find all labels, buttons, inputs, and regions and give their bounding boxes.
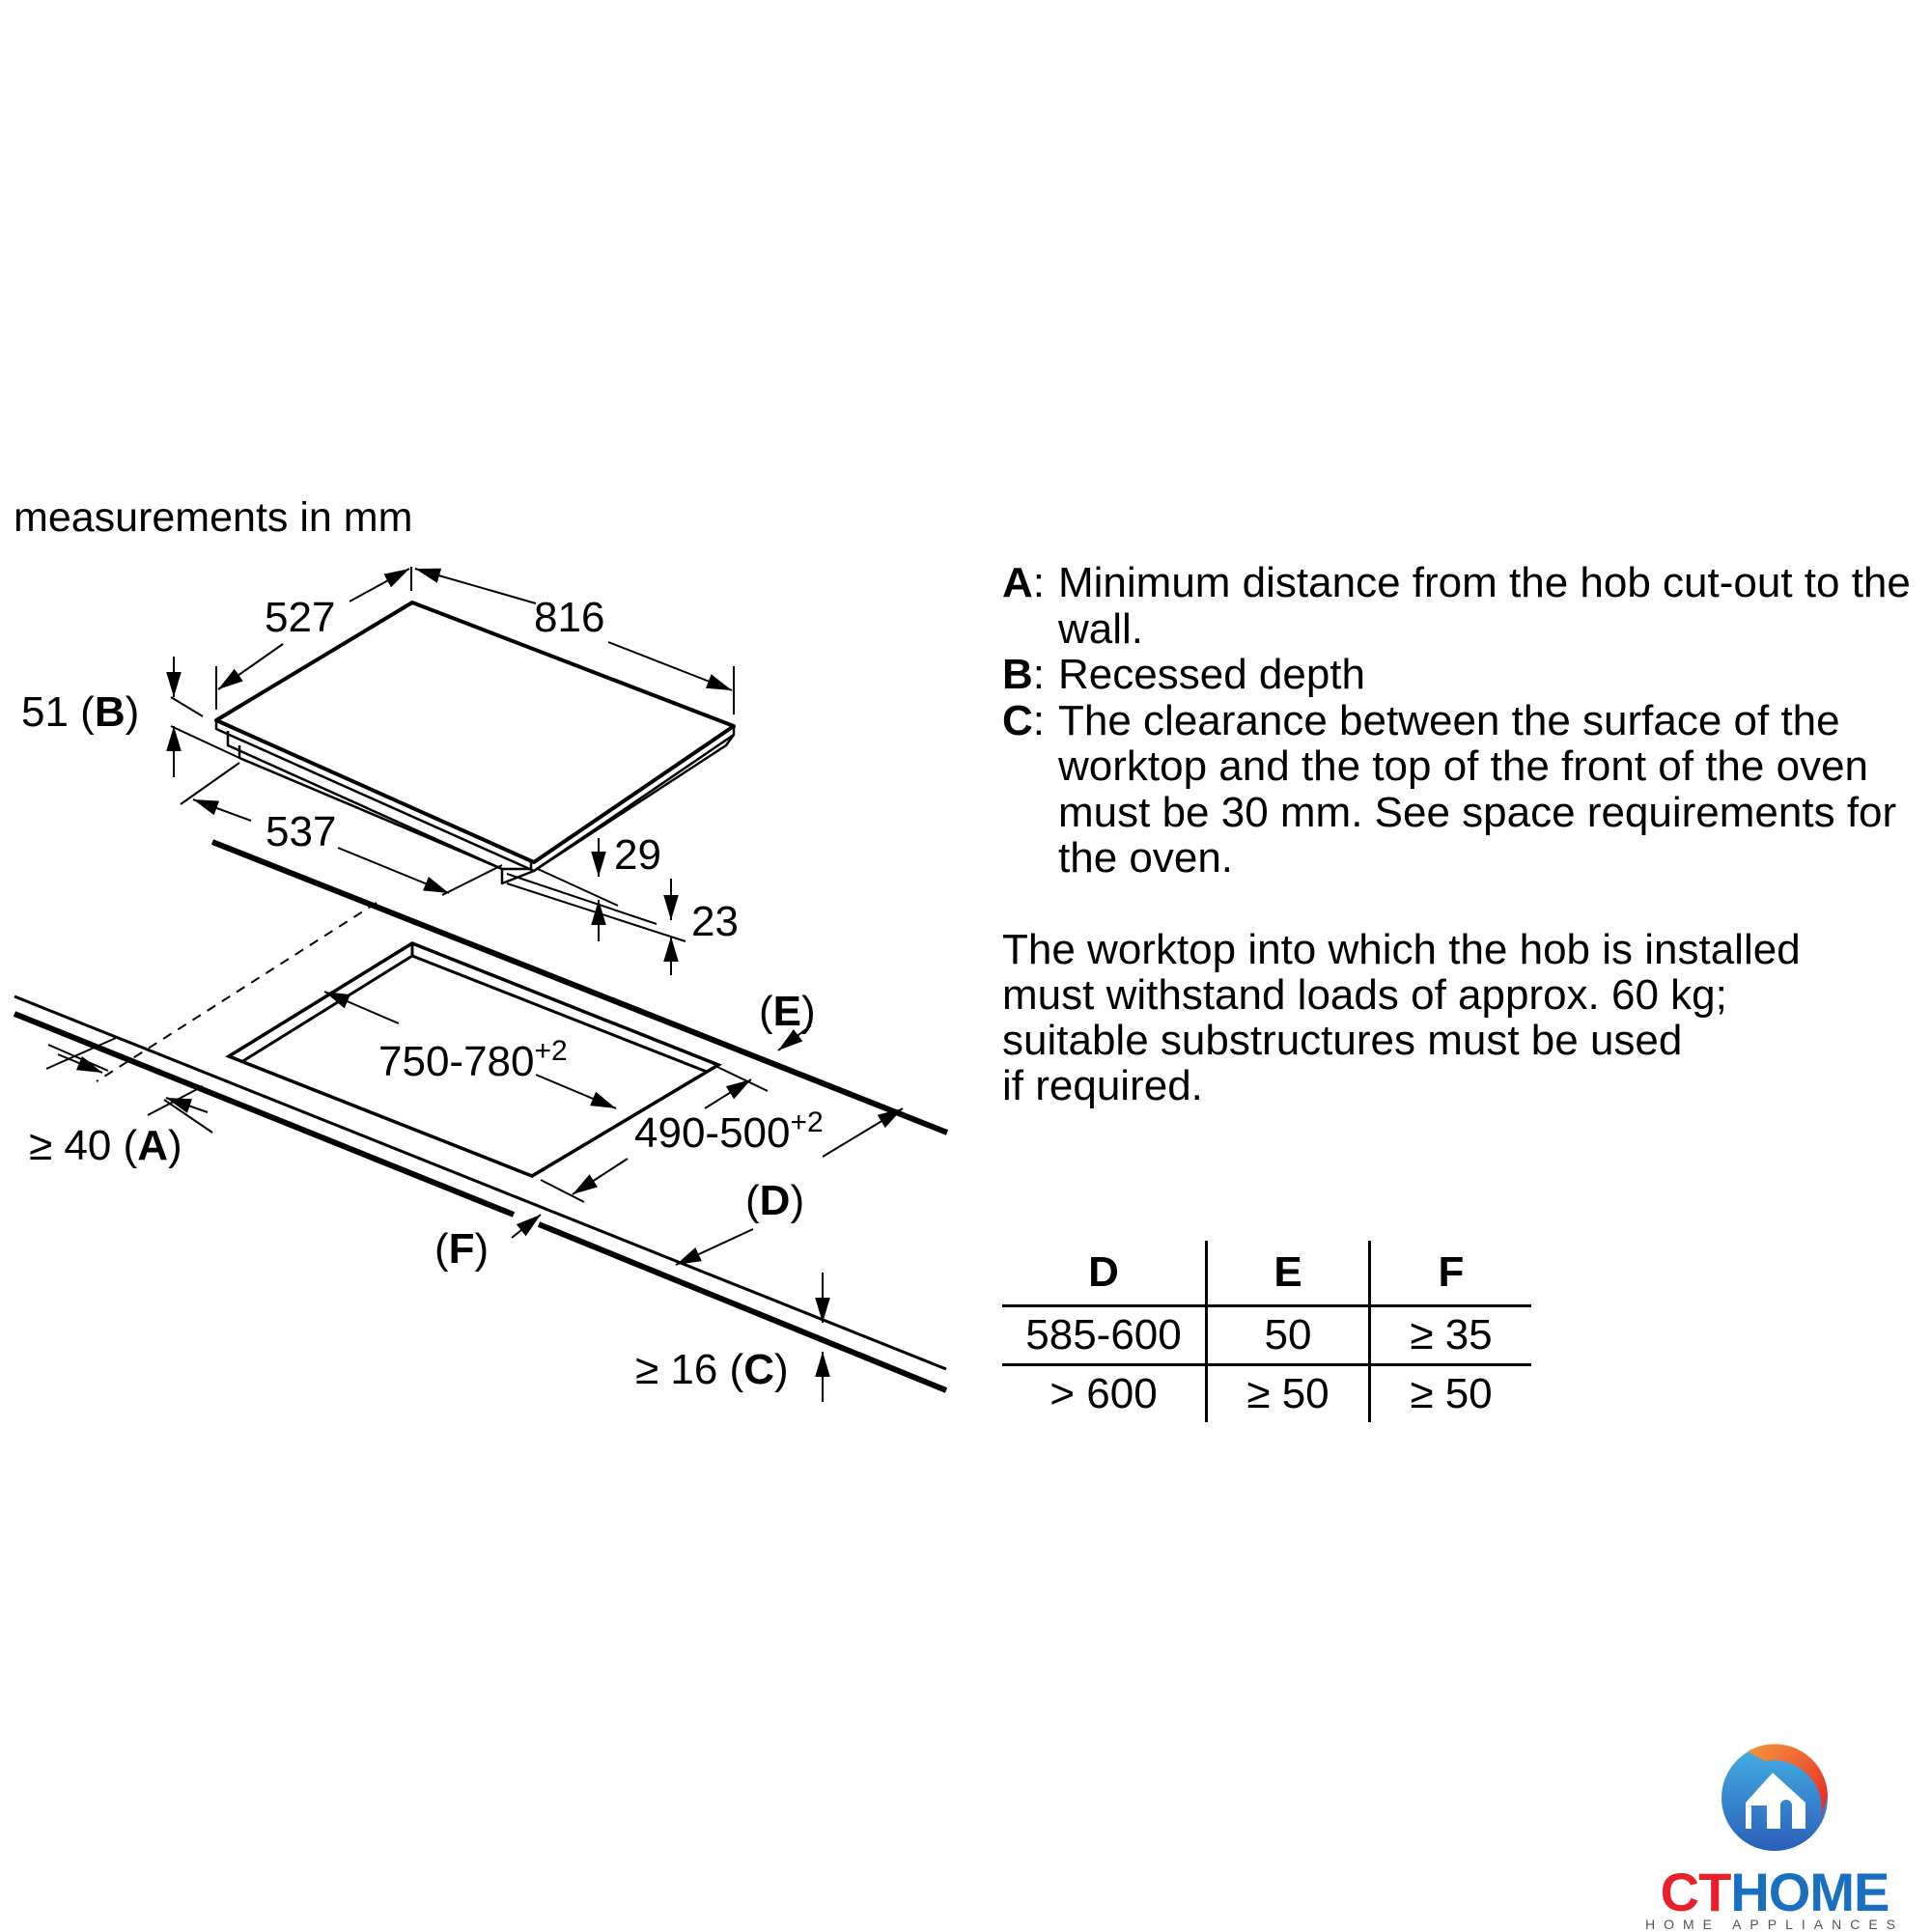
cthome-logo: CTHOME HOME APPLIANCES xyxy=(1630,1743,1919,1932)
clearance-table: D E F 585-600 50 ≥ 35 > 600 ≥ 50 ≥ 50 xyxy=(1002,1241,1531,1422)
note-line: if required. xyxy=(1002,1062,1203,1109)
dim-thickness-lower: 23 xyxy=(691,898,739,945)
label-d: (D) xyxy=(745,1177,805,1224)
table-cell: 50 xyxy=(1206,1304,1371,1365)
table-row: 585-600 50 ≥ 35 xyxy=(1002,1304,1531,1365)
worktop-back-edge xyxy=(210,839,949,1135)
label-f-key: F xyxy=(448,1225,475,1273)
legend-key-a: A xyxy=(1002,559,1033,606)
legend: A: Minimum distance from the hob cut-out… xyxy=(1002,560,1931,882)
legend-item-c: C: The clearance between the surface of … xyxy=(1002,696,1931,882)
legend-text-a: Minimum distance from the hob cut-out to… xyxy=(1058,559,1911,653)
table-cell: 585-600 xyxy=(1002,1304,1208,1365)
legend-text-c: The clearance between the surface of the… xyxy=(1058,696,1897,882)
table-cell: ≥ 50 xyxy=(1206,1363,1371,1422)
hob-cutout xyxy=(225,941,722,1178)
worktop-drawing xyxy=(13,839,949,1402)
table-header-e: E xyxy=(1206,1241,1371,1306)
dim-cutout-depth: 490-500+2 xyxy=(634,1108,824,1157)
cutout-width-tolerance: +2 xyxy=(534,1035,568,1067)
dim-recess-depth: 51 (B) xyxy=(21,688,140,736)
legend-key-b: B xyxy=(1002,651,1033,698)
logo-home: HOME xyxy=(1730,1862,1889,1922)
label-f: (F) xyxy=(434,1225,490,1273)
dim-worktop-clearance: ≥ 16 (C) xyxy=(635,1346,789,1393)
min-wall-distance-key: A xyxy=(137,1122,168,1169)
cthome-logo-emblem xyxy=(1721,1744,1828,1851)
hob-top-surface xyxy=(214,601,736,864)
worktop-front-top xyxy=(14,994,947,1371)
table-cell: > 600 xyxy=(1002,1363,1208,1422)
dim-hob-width: 816 xyxy=(534,594,605,641)
dim-cutout-width: 750-780+2 xyxy=(378,1037,568,1085)
min-wall-distance-value: ≥ 40 xyxy=(29,1122,112,1169)
note-line: must withstand loads of approx. 60 kg; xyxy=(1002,971,1727,1019)
worktop-clearance-key: C xyxy=(743,1346,774,1393)
table-cell: ≥ 50 xyxy=(1369,1363,1531,1422)
page-title: measurements in mm xyxy=(14,494,413,541)
cutout-depth-tolerance: +2 xyxy=(790,1106,824,1138)
legend-item-b: B: Recessed depth xyxy=(1002,652,1931,698)
dim-hob-body-width: 537 xyxy=(266,808,337,855)
legend-item-a: A: Minimum distance from the hob cut-out… xyxy=(1002,560,1931,652)
cutout-width-range: 750-780 xyxy=(378,1038,535,1085)
note-line: The worktop into which the hob is instal… xyxy=(1002,926,1801,973)
dim-thickness-front: 29 xyxy=(614,831,661,879)
note-line: suitable substructures must be used xyxy=(1002,1017,1683,1064)
recess-depth-value: 51 xyxy=(21,688,69,736)
logo-ct: CT xyxy=(1660,1862,1732,1922)
legend-text-b: Recessed depth xyxy=(1058,651,1365,698)
legend-key-c: C xyxy=(1002,696,1033,744)
worktop-clearance-value: ≥ 16 xyxy=(635,1346,718,1393)
logo-wordmark: CTHOME xyxy=(1630,1861,1919,1923)
table-header-f: F xyxy=(1438,1248,1465,1296)
worktop-load-note: The worktop into which the hob is instal… xyxy=(1002,927,1801,1108)
worktop-front-bottom-left xyxy=(13,1011,516,1218)
table-row: > 600 ≥ 50 ≥ 50 xyxy=(1002,1363,1531,1422)
logo-tagline: HOME APPLIANCES xyxy=(1644,1917,1905,1932)
recess-depth-key: B xyxy=(94,688,126,736)
label-e-key: E xyxy=(772,988,802,1035)
table-header-row: D E F xyxy=(1002,1241,1531,1306)
hob-drawing xyxy=(166,567,736,975)
dim-hob-depth: 527 xyxy=(265,594,336,641)
worktop-front-bottom-right xyxy=(537,1221,948,1393)
label-d-key: D xyxy=(759,1177,791,1224)
cutout-depth-range: 490-500 xyxy=(634,1109,791,1157)
table-cell: ≥ 35 xyxy=(1369,1304,1531,1365)
label-e: (E) xyxy=(759,988,816,1035)
dim-min-wall-distance: ≥ 40 (A) xyxy=(29,1122,182,1169)
table-header-d: D xyxy=(1002,1241,1208,1306)
